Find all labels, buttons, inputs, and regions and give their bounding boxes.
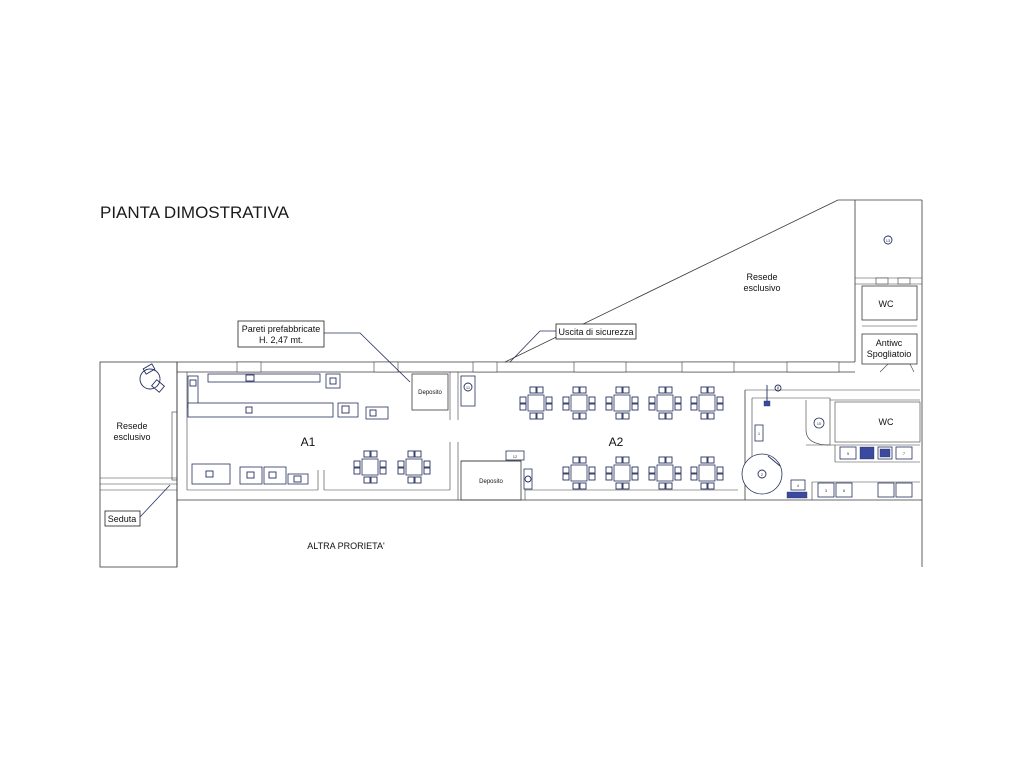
equipment-number-4: 4 <box>797 483 800 488</box>
equipment-number-2: 2 <box>761 472 764 477</box>
altra-proprieta-label: ALTRA PRORIETA' <box>307 541 385 551</box>
table-set <box>353 450 387 484</box>
seduta-label: Seduta <box>108 514 137 524</box>
deposito-room-2: Deposito <box>460 460 522 501</box>
service-equipment: 2 4 8 1 10 5 7 3 6 <box>741 384 913 499</box>
plan-title: PIANTA DIMOSTRATIVA <box>100 203 290 222</box>
equipment-number-6: 6 <box>843 488 846 493</box>
wc-right-label: WC <box>879 417 894 427</box>
main-building-walls <box>176 200 923 567</box>
chair <box>150 379 166 393</box>
a2-equipment: 11 12 <box>460 375 533 490</box>
equipment-number-8: 8 <box>777 385 780 390</box>
equipment-number-12: 12 <box>513 454 518 459</box>
zone-a2-label: A2 <box>609 435 624 449</box>
table-set <box>648 456 682 490</box>
left-courtyard: Resede esclusivo Seduta <box>99 361 178 568</box>
deposito-2-label: Deposito <box>479 479 503 485</box>
equipment-number-5: 5 <box>847 451 850 456</box>
resede-left-label-1: Resede <box>116 421 147 431</box>
table-set <box>690 386 724 420</box>
a1-equipment <box>187 373 389 485</box>
equipment-number-7: 7 <box>903 451 906 456</box>
deposito-room-1: Deposito <box>411 373 449 411</box>
wc-top-label: WC <box>879 299 894 309</box>
seduta-callout <box>104 510 141 527</box>
table-set <box>648 386 682 420</box>
wc-block: WC Antiwc Spogliatoio WC <box>834 285 921 443</box>
table-set <box>605 456 639 490</box>
table-set <box>397 450 431 484</box>
callout-pareti: Pareti prefabbricate H. 2,47 mt. <box>237 320 411 383</box>
dining-tables <box>353 386 724 490</box>
table-set <box>690 456 724 490</box>
round-table <box>139 368 161 390</box>
equipment-number-13: 13 <box>886 238 891 243</box>
table-set <box>562 456 596 490</box>
resede-top-label-2: esclusivo <box>743 283 780 293</box>
equipment-number-3: 3 <box>825 488 828 493</box>
equipment-number-11: 11 <box>466 385 471 390</box>
deposito-1-label: Deposito <box>418 390 442 396</box>
pareti-label-1: Pareti prefabbricate <box>242 324 321 334</box>
pareti-label-2: H. 2,47 mt. <box>259 335 303 345</box>
uscita-label: Uscita di sicurezza <box>558 327 633 337</box>
table-set <box>519 386 553 420</box>
callout-uscita: Uscita di sicurezza <box>509 323 637 363</box>
antiwc-label-2: Spogliatoio <box>867 349 912 359</box>
antiwc-label-1: Antiwc <box>876 338 903 348</box>
resede-left-label-2: esclusivo <box>113 432 150 442</box>
resede-top-label-1: Resede <box>746 272 777 282</box>
table-set <box>562 386 596 420</box>
equipment-number-1: 1 <box>758 431 761 436</box>
zone-a1-label: A1 <box>301 435 316 449</box>
table-set <box>605 386 639 420</box>
equipment-number-10: 10 <box>817 421 822 426</box>
